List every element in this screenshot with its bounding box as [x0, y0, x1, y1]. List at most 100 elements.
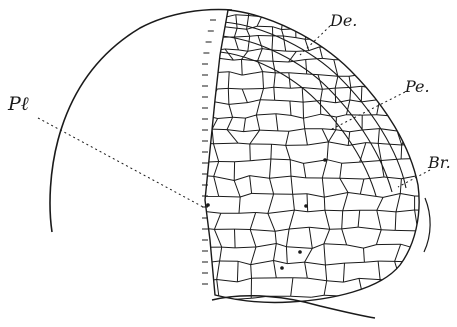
- cell-wall: [308, 210, 325, 212]
- cell-wall: [308, 3, 318, 5]
- cell-wall: [322, 178, 324, 197]
- cell-wall: [324, 193, 348, 198]
- cell-wall: [321, 101, 336, 103]
- cell-wall: [270, 178, 274, 194]
- cell-wall: [378, 129, 379, 144]
- cell-wall: [351, 86, 362, 87]
- cell-wall: [383, 194, 400, 198]
- cell-wall: [203, 72, 214, 73]
- cell-wall: [282, 30, 284, 37]
- cell-wall: [239, 197, 240, 213]
- cell-wall: [234, 36, 249, 37]
- cell-wall: [431, 177, 435, 197]
- cell-wall: [358, 50, 362, 58]
- cell-wall: [271, 144, 272, 159]
- cell-wall: [250, 159, 271, 161]
- cell-wall: [435, 248, 437, 261]
- cell-wall: [293, 194, 295, 210]
- cell-wall: [362, 129, 379, 130]
- cell-wall: [345, 49, 358, 51]
- cell-wall: [214, 143, 239, 144]
- cell-wall: [362, 86, 379, 90]
- cell-wall: [214, 176, 235, 180]
- cell-wall: [377, 73, 379, 91]
- cell-wall: [304, 114, 321, 118]
- cell-wall: [417, 47, 422, 61]
- cell-wall: [392, 60, 394, 75]
- cell-wall: [270, 3, 273, 15]
- cell-wall: [437, 104, 444, 114]
- cell-wall: [260, 130, 278, 131]
- cell-wall: [235, 161, 251, 162]
- cell-wall: [234, 5, 249, 7]
- cell-wall: [342, 229, 347, 245]
- cell-wall: [391, 17, 407, 18]
- cell-wall: [422, 114, 437, 115]
- cell-wall: [276, 114, 278, 131]
- cell-wall: [238, 261, 251, 264]
- cell-wall: [302, 88, 322, 90]
- cell-wall: [419, 17, 430, 18]
- cell-wall: [309, 227, 312, 248]
- cell-wall: [236, 15, 237, 29]
- cell-wall: [367, 5, 368, 14]
- cell-wall: [416, 4, 418, 18]
- cell-wall: [305, 129, 308, 145]
- cell-wall: [217, 280, 238, 282]
- cell-wall: [327, 160, 342, 164]
- cell-wall: [291, 296, 312, 297]
- cell-wall: [271, 159, 290, 160]
- cell-wall: [200, 176, 201, 197]
- cell-wall: [396, 194, 400, 212]
- cell-wall: [410, 115, 422, 118]
- cell-wall: [366, 40, 369, 49]
- cell-wall: [406, 18, 418, 19]
- cell-wall: [407, 101, 425, 103]
- cell-wall: [249, 5, 259, 7]
- cell-wall: [377, 73, 392, 76]
- cell-wall: [221, 27, 222, 38]
- leader-line-de: [300, 26, 330, 55]
- cell-wall: [260, 89, 263, 100]
- cell-wall: [347, 245, 364, 248]
- cell-wall: [214, 229, 221, 247]
- cell-wall: [304, 163, 306, 178]
- cell-wall: [341, 296, 364, 298]
- cell-wall: [233, 117, 246, 118]
- cell-wall: [335, 76, 338, 88]
- cell-wall: [258, 49, 263, 61]
- cell-wall: [256, 213, 268, 214]
- cell-wall: [395, 116, 410, 118]
- cell-wall: [422, 61, 424, 73]
- cell-wall: [309, 15, 323, 17]
- cell-wall: [274, 87, 291, 88]
- cell-wall: [404, 4, 407, 19]
- cell-wall: [382, 14, 391, 17]
- cell-wall: [404, 47, 417, 51]
- cell-wall: [229, 104, 233, 117]
- cell-wall: [305, 262, 308, 278]
- cell-wall: [401, 39, 404, 52]
- cell-wall: [242, 59, 243, 75]
- cell-wall: [401, 145, 402, 159]
- cell-wall: [400, 295, 420, 297]
- cell-wall: [283, 36, 285, 51]
- cell-wall: [214, 162, 219, 177]
- cell-wall: [197, 162, 219, 163]
- cell-wall: [225, 49, 238, 50]
- cell-wall: [286, 131, 289, 145]
- cell-wall: [198, 101, 199, 114]
- cell-wall: [348, 193, 360, 195]
- cell-wall: [250, 176, 270, 179]
- cell-wall: [296, 51, 309, 52]
- cell-wall: [343, 263, 344, 282]
- cell-wall: [353, 58, 362, 60]
- nucleus-dot: [280, 266, 284, 270]
- cell-wall: [378, 36, 391, 37]
- cell-wall: [324, 244, 326, 265]
- cell-wall: [335, 5, 342, 8]
- cell-wall: [274, 73, 276, 87]
- cell-wall: [364, 245, 377, 249]
- cell-wall: [252, 193, 274, 194]
